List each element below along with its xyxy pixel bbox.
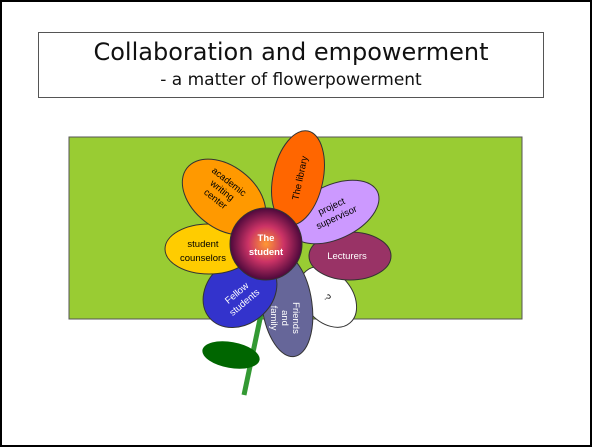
counselors-label-line2: counselors bbox=[180, 253, 226, 264]
center-label-line1: The bbox=[258, 233, 275, 244]
friends-label-line3: family bbox=[268, 306, 279, 331]
unknown-label: ? bbox=[321, 292, 333, 303]
lecturers-label: Lecturers bbox=[327, 251, 367, 262]
friends-label-line1: Friends bbox=[290, 302, 301, 334]
counselors-label-line1: student bbox=[187, 239, 219, 250]
flower-center bbox=[229, 207, 303, 281]
center-label-line2: student bbox=[249, 247, 284, 258]
friends-label-line2: and bbox=[279, 310, 290, 326]
title-box: Collaboration and empowerment - a matter… bbox=[38, 32, 544, 98]
slide-subtitle: - a matter of flowerpowerment bbox=[160, 70, 422, 90]
flower-leaf bbox=[202, 341, 260, 369]
slide-title: Collaboration and empowerment bbox=[93, 38, 489, 66]
